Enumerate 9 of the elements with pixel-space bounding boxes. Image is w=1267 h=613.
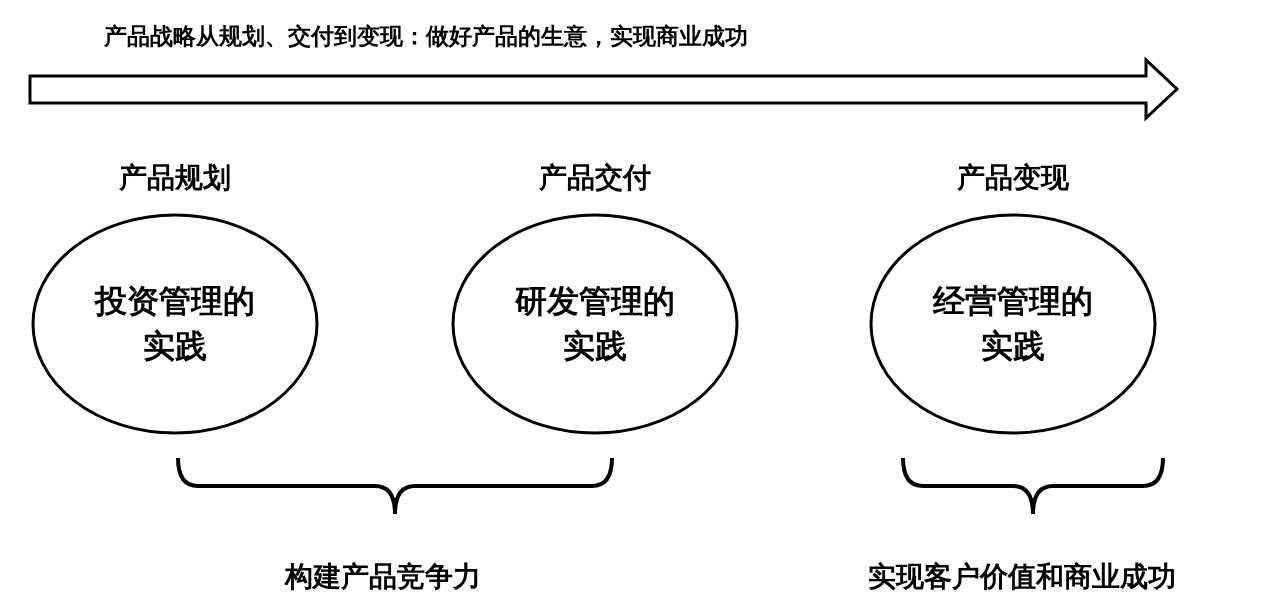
title: 产品战略从规划、交付到变现：做好产品的生意，实现商业成功 [104, 22, 748, 51]
bracket-label: 构建产品竞争力 [283, 559, 482, 595]
stage-heading: 产品交付 [539, 160, 651, 195]
stage-heading: 产品变现 [957, 160, 1069, 195]
practice-text: 投资管理的实践 [93, 281, 256, 367]
stage-heading: 产品规划 [119, 160, 231, 195]
practice-text: 经营管理的实践 [931, 281, 1094, 367]
practice-text: 研发管理的实践 [514, 281, 676, 367]
bracket-label: 实现客户价值和商业成功 [867, 559, 1177, 595]
